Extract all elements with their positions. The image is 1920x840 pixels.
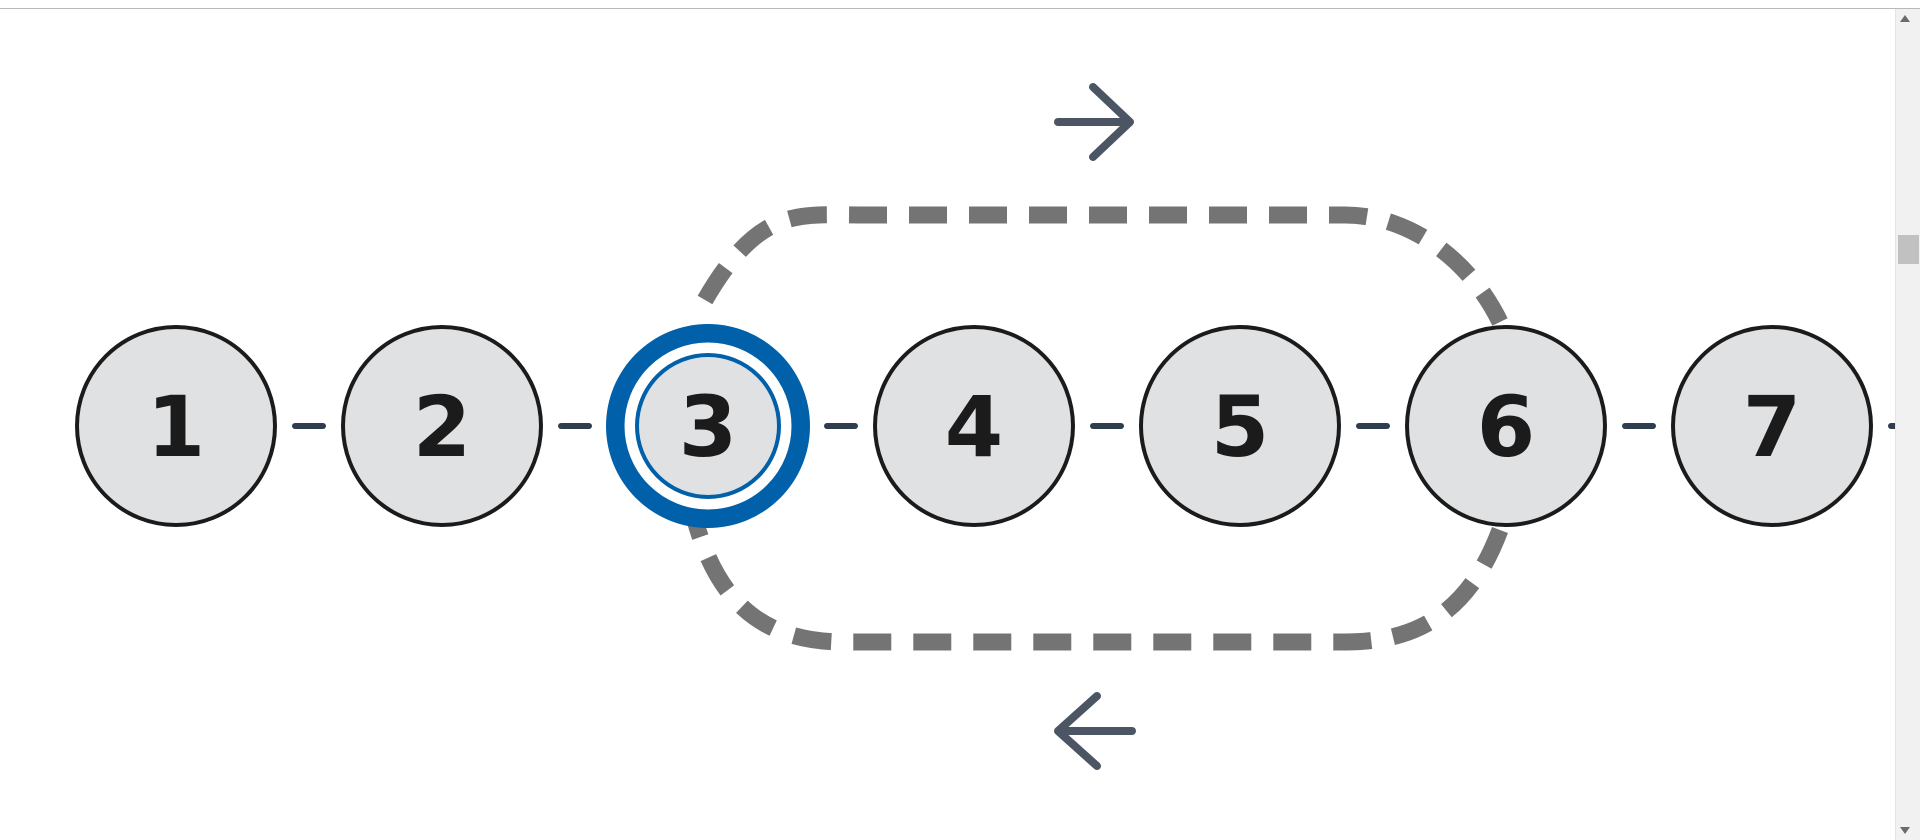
step-4[interactable]: 4	[873, 325, 1075, 527]
step-5[interactable]: 5	[1139, 325, 1341, 527]
step-circle	[1671, 325, 1873, 527]
vertical-scrollbar[interactable]	[1895, 9, 1920, 840]
step-circle	[1405, 325, 1607, 527]
top-divider	[0, 8, 1920, 9]
steps-group: 1 2 3 4 5 6 7	[75, 324, 1873, 528]
step-number: 6	[1477, 378, 1535, 476]
chevron-down-icon[interactable]	[1900, 827, 1910, 834]
arrow-right-icon	[1054, 83, 1134, 161]
step-7[interactable]: 7	[1671, 325, 1873, 527]
loop-return-path	[686, 517, 1508, 651]
step-2[interactable]: 2	[341, 325, 543, 527]
step-number: 3	[679, 378, 737, 476]
step-3[interactable]: 3	[606, 324, 810, 528]
step-circle	[341, 325, 543, 527]
step-circle	[75, 325, 277, 527]
loop-forward-path	[697, 206, 1508, 326]
step-number: 7	[1743, 378, 1801, 476]
scrollbar-thumb[interactable]	[1898, 235, 1919, 264]
step-circle	[873, 325, 1075, 527]
step-number: 2	[413, 378, 471, 476]
chevron-up-icon[interactable]	[1900, 15, 1910, 22]
step-number: 1	[147, 378, 205, 476]
step-6[interactable]: 6	[1405, 325, 1607, 527]
step-number: 5	[1211, 378, 1269, 476]
step-1[interactable]: 1	[75, 325, 277, 527]
step-number: 4	[945, 378, 1003, 476]
arrow-left-icon	[1054, 692, 1136, 770]
active-step-core	[635, 353, 781, 499]
step-circle	[1139, 325, 1341, 527]
